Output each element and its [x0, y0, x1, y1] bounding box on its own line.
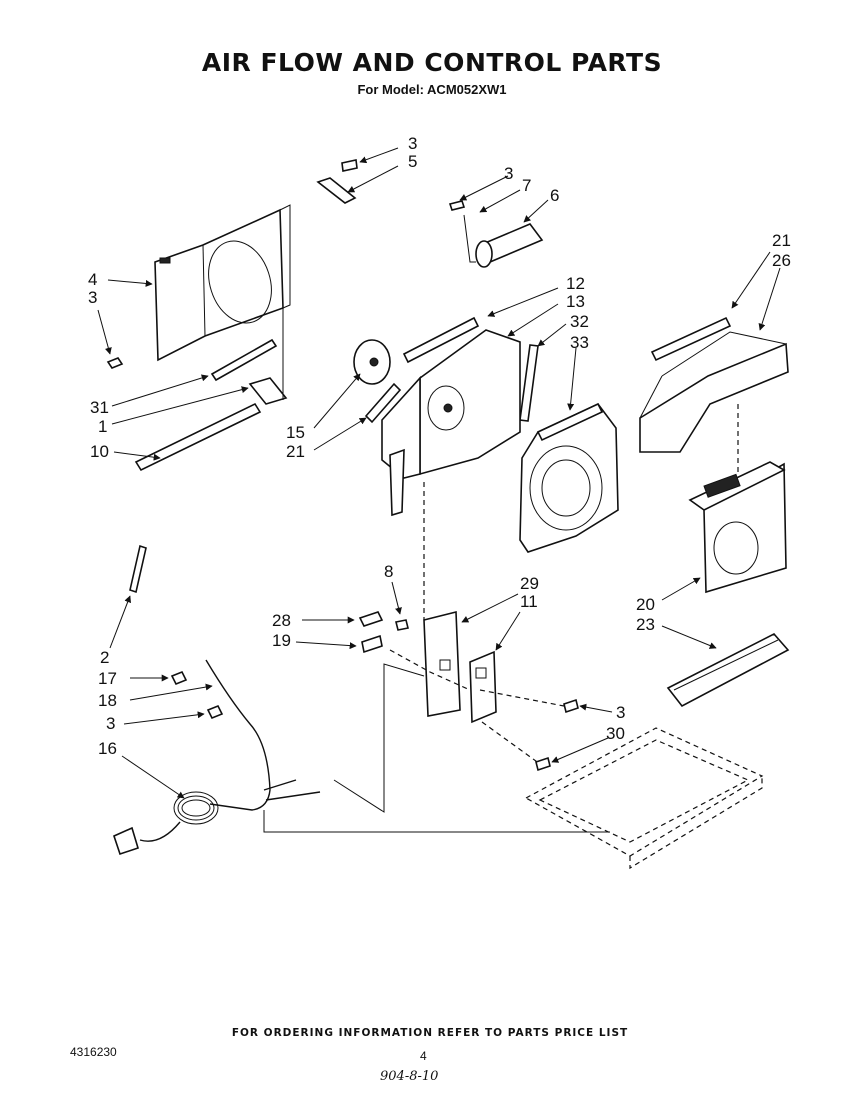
callout-label: 15	[286, 423, 305, 442]
screw-part	[395, 619, 409, 631]
screw-part	[535, 756, 551, 772]
callout-label: 17	[98, 669, 117, 688]
bracket-part	[248, 377, 288, 405]
page-title: AIR FLOW AND CONTROL PARTS	[201, 48, 663, 77]
handwritten-note: 904-8-10	[380, 1069, 439, 1084]
callout-label: 16	[98, 739, 117, 758]
screw-part	[106, 357, 124, 369]
callout-label: 30	[606, 724, 625, 743]
callout-label: 13	[566, 292, 585, 311]
callout-label: 28	[272, 611, 291, 630]
power-cord-part	[113, 659, 321, 856]
seal-strip-part	[364, 382, 402, 424]
callout-label: 19	[272, 631, 291, 650]
ordering-note: FOR ORDERING INFORMATION REFER TO PARTS …	[231, 1027, 629, 1039]
screw-part	[341, 159, 358, 172]
air-duct-part	[639, 331, 789, 453]
callout-label: 31	[90, 398, 109, 417]
callout-label: 32	[570, 312, 589, 331]
seal-strip-part	[650, 316, 732, 362]
control-bracket-part	[423, 610, 497, 724]
screw-part	[206, 704, 224, 720]
switch-part	[361, 634, 383, 654]
callout-label: 21	[286, 442, 305, 461]
callout-label: 3	[106, 714, 115, 733]
seal-strip-part	[402, 316, 480, 364]
callout-label: 23	[636, 615, 655, 634]
callout-label: 2	[100, 648, 109, 667]
callout-label: 6	[550, 186, 559, 205]
leader-arrows	[97, 147, 781, 799]
callout-label: 12	[566, 274, 585, 293]
callout-label: 11	[520, 592, 538, 611]
deflector-part	[688, 461, 787, 594]
rail-part	[666, 633, 790, 708]
side-panel-part	[154, 204, 291, 362]
callout-label: 8	[384, 562, 393, 581]
callout-label: 7	[522, 176, 531, 195]
tube-part	[129, 544, 147, 594]
callout-label: 5	[408, 152, 417, 171]
callout-label: 20	[636, 595, 655, 614]
capacitor-part	[448, 200, 544, 268]
page-number: 4	[420, 1049, 427, 1063]
screw-part	[170, 670, 188, 686]
callout-label: 29	[520, 574, 539, 593]
callout-label: 1	[98, 417, 107, 436]
switch-part	[358, 611, 384, 627]
callout-label: 4	[88, 270, 97, 289]
bracket-part	[316, 177, 357, 204]
foam-strip-part	[210, 338, 278, 382]
callout-label: 3	[88, 288, 97, 307]
callout-labels: 3 5 3 7 6 4 3 21 26 12 13 32 33 31 1 15 …	[88, 134, 791, 758]
callout-label: 10	[90, 442, 109, 461]
callout-label: 33	[570, 333, 589, 352]
base-pan-outline	[524, 727, 764, 870]
foam-strip-part	[134, 402, 262, 472]
callout-label: 21	[772, 231, 791, 250]
callout-label: 3	[616, 703, 625, 722]
blower-housing-part	[381, 329, 521, 517]
callout-label: 26	[772, 251, 791, 270]
callout-label: 18	[98, 691, 117, 710]
scroll-part	[519, 402, 619, 553]
model-subtitle: For Model: ACM052XW1	[357, 82, 507, 97]
callout-label: 3	[408, 134, 417, 153]
document-number: 4316230	[70, 1045, 117, 1059]
callout-label: 3	[504, 164, 513, 183]
fan-part	[353, 339, 391, 385]
screw-part	[563, 698, 579, 714]
seal-strip-part	[519, 344, 539, 422]
